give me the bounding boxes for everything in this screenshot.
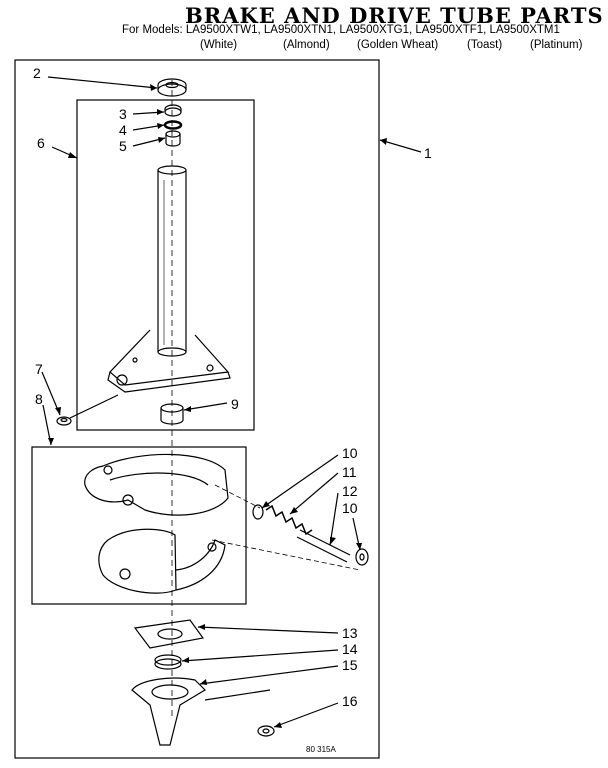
callout-12: 12 [342, 483, 358, 499]
arrowheads [48, 84, 387, 728]
part-7-nut [56, 416, 72, 426]
upper-brake-shoe [84, 453, 229, 516]
leader-7-7 [69, 394, 119, 419]
callout-2: 2 [33, 65, 41, 81]
color-golden-wheat: (Golden Wheat) [357, 39, 439, 51]
part-2-nut [157, 78, 187, 97]
callout-9: 9 [231, 396, 239, 412]
models-line: For Models: LA9500XTW1, LA9500XTN1, LA95… [122, 24, 560, 36]
color-white: (White) [200, 39, 238, 51]
callout-8: 8 [35, 391, 43, 407]
callout-11: 11 [342, 464, 357, 480]
drive-tube-box [76, 99, 255, 431]
part-4-ring [163, 120, 183, 130]
page-title: BRAKE AND DRIVE TUBE PARTS [185, 3, 604, 28]
part-15-hub [131, 677, 206, 746]
part-5-bushing [165, 130, 181, 147]
callout-3: 3 [119, 106, 127, 122]
lower-brake-shoe [98, 528, 226, 594]
leader-lines [41, 76, 422, 728]
brake-box [31, 446, 247, 605]
color-almond: (Almond) [283, 39, 330, 51]
spring-assembly [252, 504, 369, 566]
callout-10a: 10 [342, 445, 358, 461]
callout-1: 1 [424, 145, 432, 161]
part-14-ring [154, 654, 182, 670]
color-platinum: (Platinum) [530, 39, 583, 51]
part-13-plate [133, 619, 205, 649]
part-3-washer [164, 104, 182, 117]
callout-5: 5 [119, 138, 127, 154]
callout-13: 13 [342, 625, 358, 641]
callout-15: 15 [342, 657, 358, 673]
callout-16: 16 [342, 693, 358, 709]
part-9-bushing [160, 403, 184, 425]
color-toast: (Toast) [467, 39, 503, 51]
drive-tube [107, 165, 231, 393]
part-16-washer [257, 725, 275, 737]
drawing-code: 80 315A [306, 745, 336, 754]
callout-7: 7 [35, 361, 43, 377]
callout-4: 4 [119, 122, 127, 138]
callout-10b: 10 [342, 500, 358, 516]
callout-6: 6 [37, 135, 45, 151]
assembly-outline [14, 59, 380, 759]
callout-14: 14 [342, 641, 358, 657]
